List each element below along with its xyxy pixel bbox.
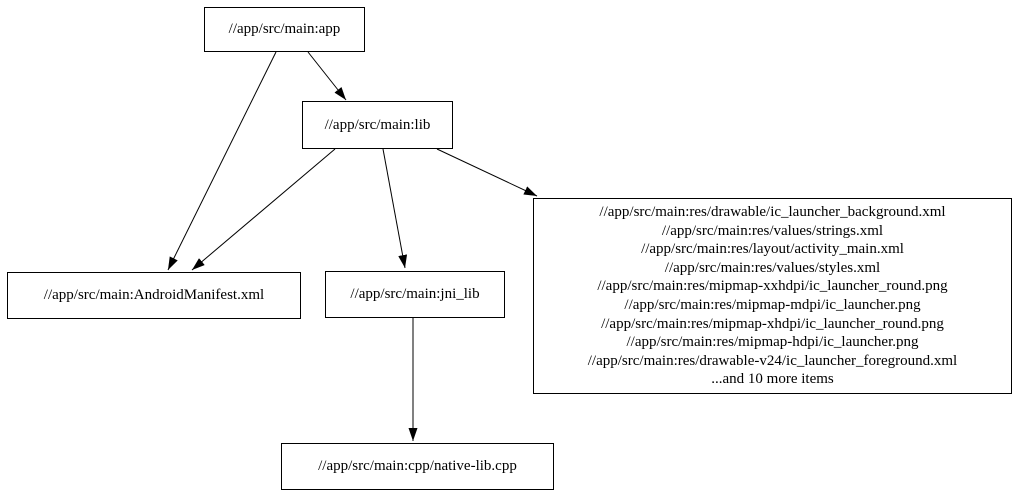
node-native-lib: //app/src/main:cpp/native-lib.cpp <box>281 443 554 490</box>
node-android-manifest: //app/src/main:AndroidManifest.xml <box>7 272 301 319</box>
res-group-line: //app/src/main:res/mipmap-xxhdpi/ic_laun… <box>597 278 948 295</box>
res-group-line: //app/src/main:res/drawable/ic_launcher_… <box>599 204 946 221</box>
node-res-group: //app/src/main:res/drawable/ic_launcher_… <box>533 198 1012 394</box>
res-group-line: //app/src/main:res/layout/activity_main.… <box>641 241 904 258</box>
node-android-manifest-label: //app/src/main:AndroidManifest.xml <box>43 287 265 303</box>
node-app: //app/src/main:app <box>204 7 365 52</box>
edge-lib-to-resgroup <box>436 148 538 197</box>
res-group-line: //app/src/main:res/values/styles.xml <box>664 259 881 276</box>
node-native-lib-label: //app/src/main:cpp/native-lib.cpp <box>318 458 517 474</box>
edge-lib-to-androidmanifest <box>191 148 336 271</box>
res-group-more-items: ...and 10 more items <box>711 371 834 388</box>
res-group-line: //app/src/main:res/mipmap-hdpi/ic_launch… <box>626 334 919 351</box>
res-group-line: //app/src/main:res/drawable-v24/ic_launc… <box>587 352 958 369</box>
node-app-label: //app/src/main:app <box>228 21 341 37</box>
res-group-line: //app/src/main:res/mipmap-xhdpi/ic_launc… <box>601 315 944 332</box>
node-lib: //app/src/main:lib <box>302 101 453 149</box>
res-group-line: //app/src/main:res/values/strings.xml <box>661 222 884 239</box>
node-lib-label: //app/src/main:lib <box>324 116 431 133</box>
node-jni-lib-label: //app/src/main:jni_lib <box>350 286 480 302</box>
edge-lib-to-jnilib <box>382 148 408 269</box>
node-jni-lib: //app/src/main:jni_lib <box>325 271 505 318</box>
edge-app-to-androidmanifest <box>167 51 277 271</box>
res-group-line: //app/src/main:res/mipmap-mdpi/ic_launch… <box>624 297 921 313</box>
edge-app-to-lib <box>307 51 347 101</box>
